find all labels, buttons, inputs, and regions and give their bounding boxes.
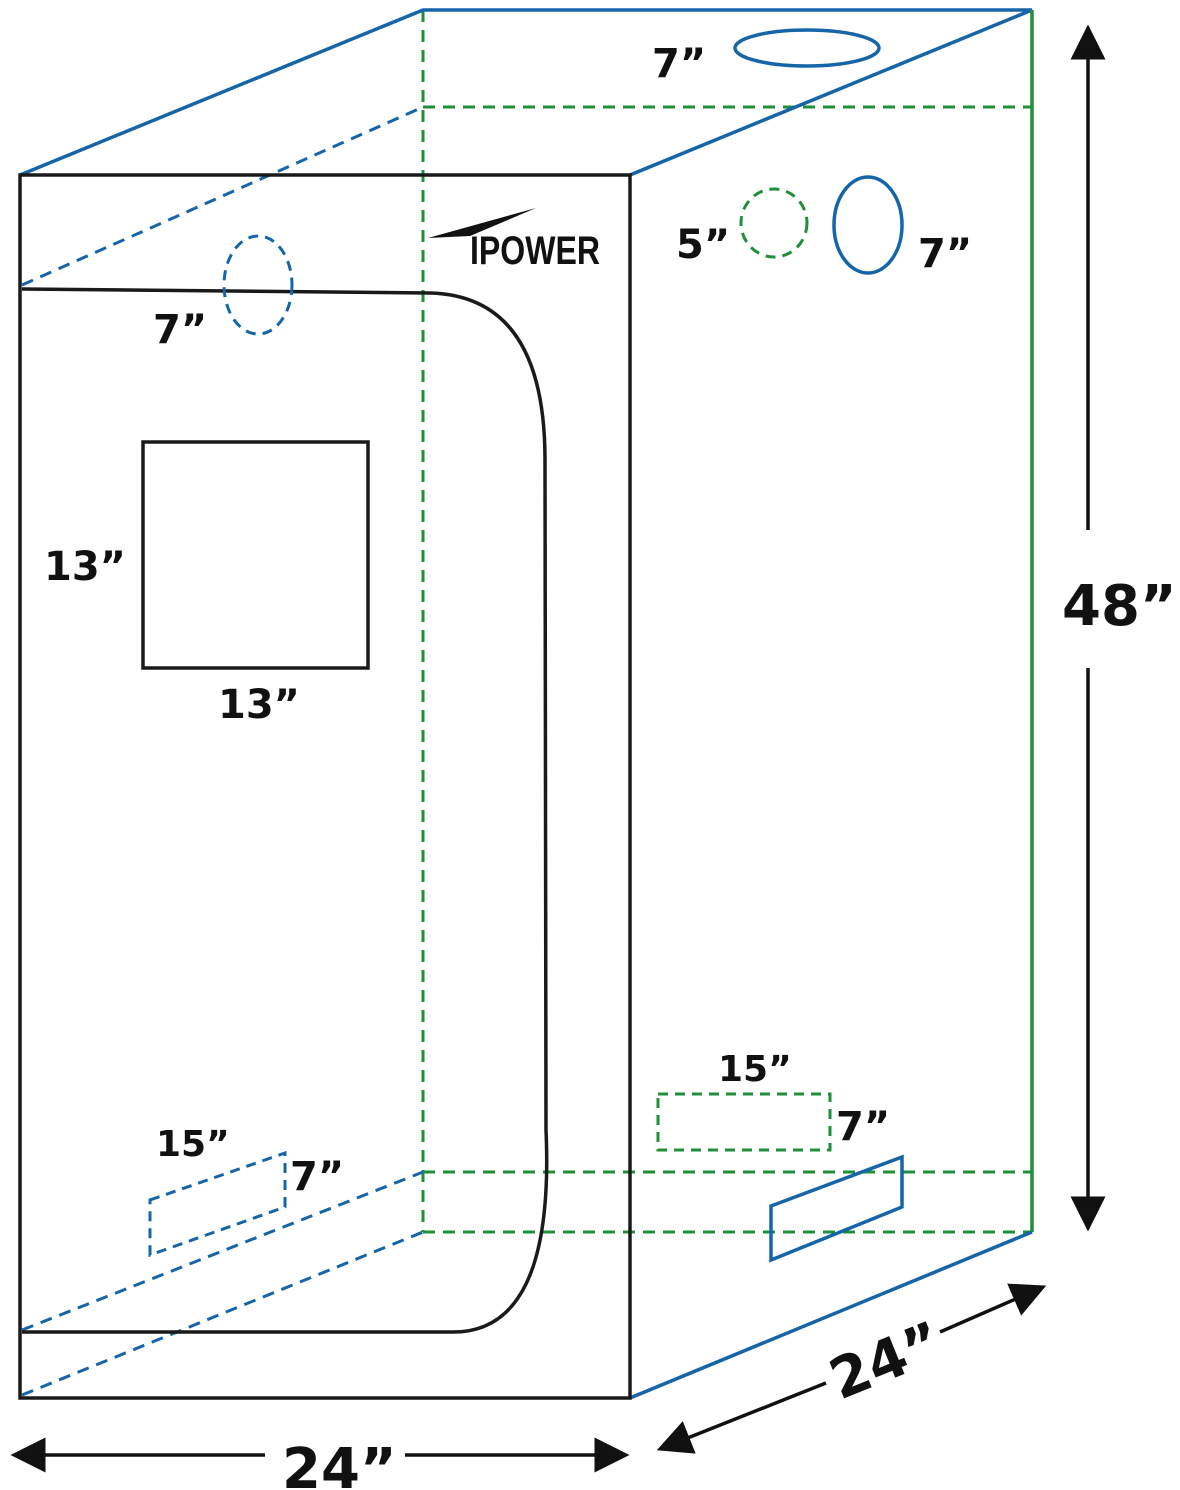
side-large-vent-label: 7” [918, 231, 972, 277]
logo-text: IPOWER [470, 229, 600, 273]
front-window-width-label: 15” [156, 1124, 230, 1165]
window-height-label: 13” [44, 544, 126, 590]
front-window-height-label: 7” [290, 1154, 344, 1200]
front-vent-port [222, 234, 294, 336]
top-vent-port [733, 28, 881, 68]
side-window-height-label: 7” [836, 1104, 890, 1150]
side-face-bottom-edge [629, 1230, 1033, 1400]
side-small-vent-label: 5” [676, 222, 730, 268]
front-viewing-window [141, 440, 370, 670]
door-zipper-outline [21, 287, 549, 1334]
top-face-outline [19, 8, 1033, 177]
side-window-width-label: 15” [718, 1049, 792, 1090]
side-large-vent-port [832, 175, 904, 275]
back-electrical-window [656, 1092, 832, 1152]
front-face [18, 173, 632, 1400]
top-vent-label: 7” [652, 41, 706, 87]
tent-width-label: 24” [282, 1437, 397, 1490]
tent-height-label: 48” [1062, 574, 1177, 639]
depth-arrow-upper [939, 1283, 1047, 1334]
side-small-vent-port [739, 187, 809, 259]
logo-swoosh [428, 208, 536, 238]
window-width-label: 13” [218, 682, 300, 728]
hidden-floor-upper-edge [21, 1170, 424, 1332]
hidden-top-depth-edge [21, 105, 424, 287]
ipower-logo: IPOWER [428, 208, 600, 273]
left-electrical-window [148, 1150, 287, 1258]
hidden-floor-lower-edge [21, 1230, 424, 1397]
front-vent-label: 7” [153, 307, 207, 353]
side-electrical-window [769, 1154, 904, 1263]
depth-arrow-lower [656, 1381, 827, 1454]
tent-depth-label: 24” [821, 1310, 952, 1413]
